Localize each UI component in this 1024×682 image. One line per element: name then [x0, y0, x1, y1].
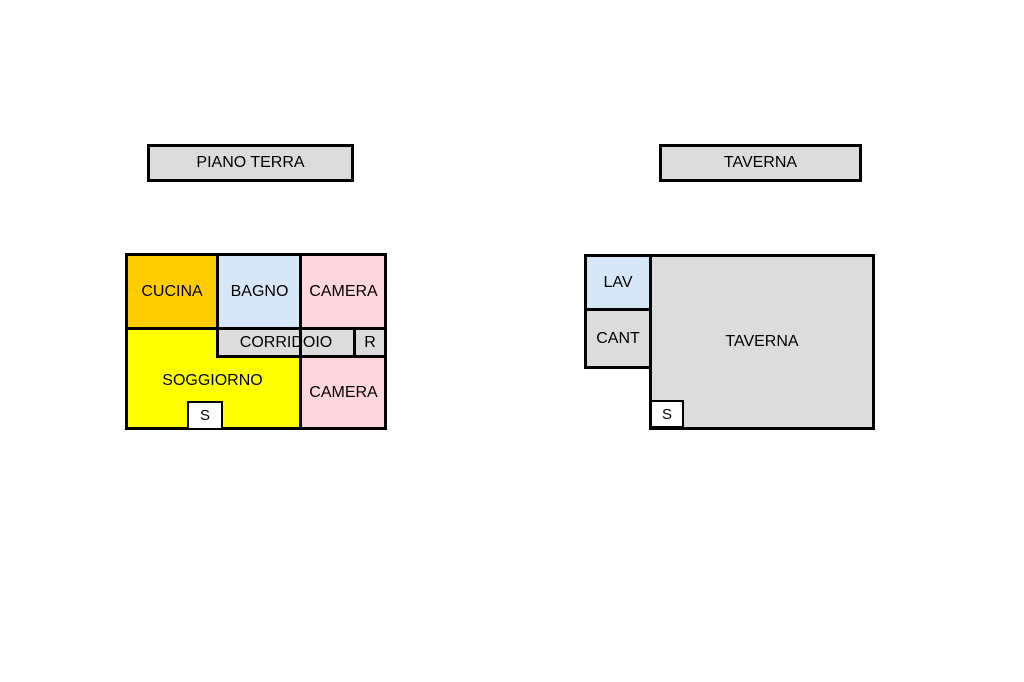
- room-cucina: CUCINA: [125, 253, 219, 330]
- room-cant: CANT: [584, 308, 652, 369]
- room-ripostiglio: R: [353, 328, 387, 358]
- basement-title: TAVERNA: [723, 154, 798, 171]
- room-corridoio: CORRIDOIO: [217, 328, 355, 358]
- wall-bagno-camera: [299, 253, 302, 430]
- basement-title-box: TAVERNA: [659, 144, 862, 182]
- room-soggiorno-label-area: SOGGIORNO: [125, 363, 300, 399]
- wall-outer-left: [125, 253, 128, 430]
- room-cucina-label: CUCINA: [141, 282, 203, 300]
- wall-outer-right: [384, 253, 387, 430]
- stairs-ground-floor: S: [187, 401, 223, 430]
- wall-outer-top: [125, 253, 387, 256]
- room-camera-top: CAMERA: [300, 253, 387, 330]
- room-camera-top-label: CAMERA: [309, 282, 378, 300]
- room-lav: LAV: [584, 254, 652, 311]
- room-taverna-label: TAVERNA: [725, 333, 799, 350]
- room-camera-bottom: CAMERA: [300, 356, 387, 430]
- room-ripostiglio-label: R: [364, 334, 376, 351]
- room-lav-label: LAV: [603, 273, 633, 291]
- wall-corridor-ripostiglio: [353, 327, 356, 358]
- ground-floor-title-box: PIANO TERRA: [147, 144, 354, 182]
- room-cant-label: CANT: [596, 329, 640, 347]
- room-bagno-label: BAGNO: [230, 282, 289, 300]
- basement-plan: LAV CANT TAVERNA S: [584, 254, 875, 430]
- ground-floor-title: PIANO TERRA: [196, 154, 305, 171]
- wall-corridor-bottom: [216, 355, 387, 358]
- wall-cucina-bagno: [216, 253, 219, 358]
- room-soggiorno-label: SOGGIORNO: [162, 372, 263, 389]
- room-taverna: TAVERNA: [649, 254, 875, 430]
- wall-row-divider: [125, 327, 387, 330]
- stairs-basement-label: S: [661, 405, 672, 423]
- room-soggiorno-lower: [217, 356, 302, 430]
- ground-floor-plan: CUCINA BAGNO CAMERA SOGGIORNO CORRIDOIO …: [125, 253, 387, 430]
- room-corridoio-label: CORRIDOIO: [239, 334, 333, 351]
- stairs-basement: S: [650, 400, 684, 428]
- stairs-ground-floor-label: S: [199, 407, 210, 424]
- room-camera-bottom-label: CAMERA: [309, 384, 378, 401]
- room-bagno: BAGNO: [217, 253, 302, 330]
- wall-outer-bottom: [125, 427, 387, 430]
